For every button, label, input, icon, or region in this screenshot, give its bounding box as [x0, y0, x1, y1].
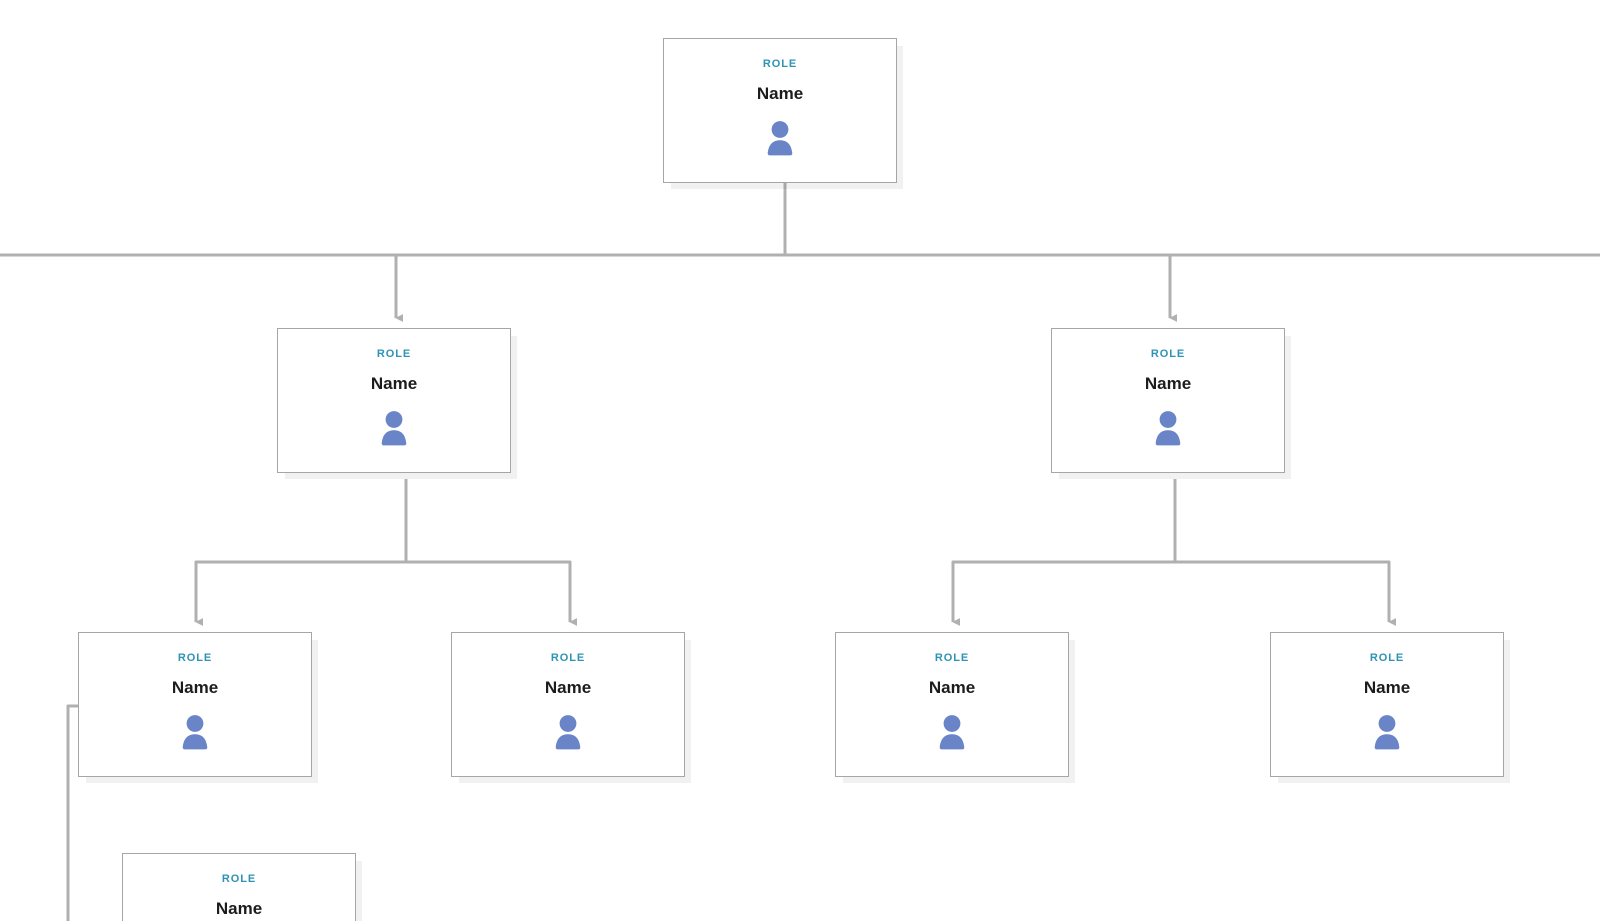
org-node-l2-right[interactable]: ROLE Name: [1051, 328, 1285, 473]
org-node-l3-d[interactable]: ROLE Name: [1270, 632, 1504, 777]
node-role-label: ROLE: [1150, 348, 1186, 360]
node-role-label: ROLE: [550, 652, 586, 664]
person-icon: [548, 712, 588, 752]
node-name-label: Name: [928, 678, 976, 697]
node-name-label: Name: [370, 374, 418, 393]
node-name-label: Name: [171, 678, 219, 697]
org-node-root[interactable]: ROLE Name: [663, 38, 897, 183]
org-node-l2-left[interactable]: ROLE Name: [277, 328, 511, 473]
org-node-l3-c[interactable]: ROLE Name: [835, 632, 1069, 777]
node-role-label: ROLE: [221, 873, 257, 885]
person-icon: [374, 408, 414, 448]
node-role-label: ROLE: [177, 652, 213, 664]
person-icon: [760, 118, 800, 158]
node-role-label: ROLE: [762, 58, 798, 70]
node-name-label: Name: [215, 899, 263, 918]
person-icon: [932, 712, 972, 752]
node-role-label: ROLE: [1369, 652, 1405, 664]
org-node-l3-b[interactable]: ROLE Name: [451, 632, 685, 777]
person-icon: [175, 712, 215, 752]
person-icon: [1367, 712, 1407, 752]
person-icon: [1148, 408, 1188, 448]
org-node-l3-a[interactable]: ROLE Name: [78, 632, 312, 777]
node-role-label: ROLE: [376, 348, 412, 360]
node-name-label: Name: [544, 678, 592, 697]
node-name-label: Name: [1363, 678, 1411, 697]
node-name-label: Name: [1144, 374, 1192, 393]
org-node-l4-a[interactable]: ROLE Name: [122, 853, 356, 921]
node-name-label: Name: [756, 84, 804, 103]
node-role-label: ROLE: [934, 652, 970, 664]
connector-l3-a-to-l4-a: [66, 704, 78, 921]
